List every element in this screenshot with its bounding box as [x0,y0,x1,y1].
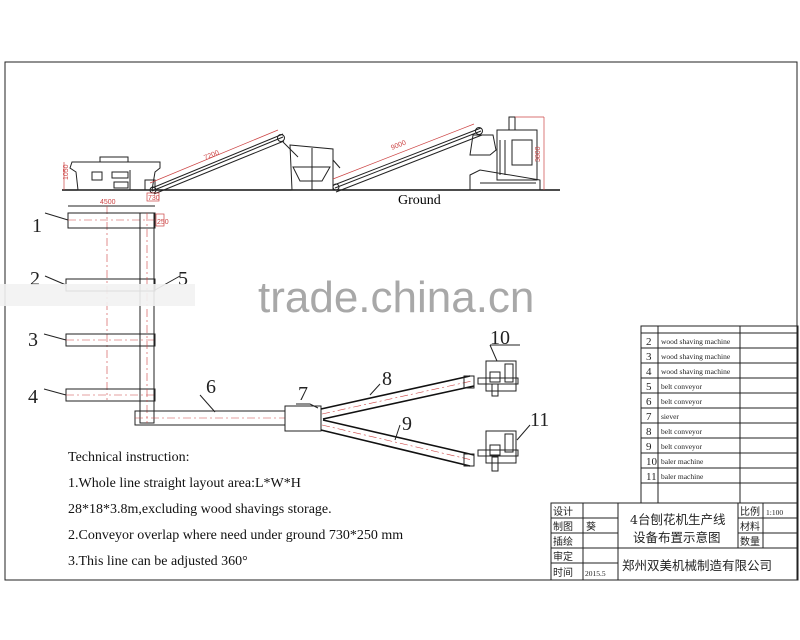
watermark: trade.china.cn [258,273,534,322]
illus-label: 插绘 [553,535,573,548]
parts-list-table: 2 wood shaving machine 3 wood shaving machi… [640,325,799,504]
company-name: 郑州双美机械制造有限公司 [622,558,772,573]
parts-list-row: 6 belt conveyor [646,396,703,408]
parts-list-row: 3 wood shaving machine [646,351,731,363]
part-name: belt conveyor [661,382,703,391]
label-6: 6 [206,376,216,398]
part-number: 3 [646,351,652,363]
label-1: 1 [32,215,42,237]
part-name: wood shaving machine [661,337,731,346]
drawn-value: 葵 [586,521,596,533]
part-name: baler machine [661,472,704,481]
date-label: 时间 [553,566,573,579]
tech-line-4: 3.This line can be adjusted 360° [68,554,248,569]
part-number: 8 [646,426,652,438]
parts-list-row: 7 siever [646,411,679,423]
parts-list-row: 11 baler machine [646,471,704,483]
baler-machine-11 [477,430,519,472]
dim-conveyor2-length: 9000 [390,139,407,151]
belt-conveyor-9 [320,419,475,467]
part-number: 11 [646,471,657,483]
label-5: 5 [178,268,188,290]
title-line-2: 设备布置示意图 [633,530,721,545]
part-number: 9 [646,441,652,453]
conveyor-elevation-1 [149,129,285,195]
title-line-1: 4台刨花机生产线 [630,512,726,527]
part-number: 4 [646,366,652,378]
part-name: belt conveyor [661,427,703,436]
dim-machine-length: 4500 [100,199,116,206]
part-name: baler machine [661,457,704,466]
elevation-view: Ground 1050 7200 730 [62,116,560,208]
blurred-band [0,284,195,306]
shaving-machine-elevation [69,156,161,191]
tech-heading: Technical instruction: [68,450,189,465]
conveyor-elevation-2 [332,123,483,193]
tech-line-1: 1.Whole line straight layout area:L*W*H [68,476,301,491]
label-10: 10 [490,327,510,349]
scale-value: 1:100 [766,508,783,517]
dim-machine-height: 1050 [63,164,70,180]
part-name: wood shaving machine [661,352,731,361]
part-number: 7 [646,411,652,423]
dim-conveyor1-length: 7200 [203,149,220,161]
label-3: 3 [28,329,38,351]
part-name: wood shaving machine [661,367,731,376]
parts-list-row: 2 wood shaving machine [646,336,731,348]
review-label: 审定 [553,550,573,563]
design-label: 设计 [553,505,573,518]
qty-label: 数量 [740,535,760,548]
baler-elevation [469,116,541,191]
drawing-frame [4,61,798,581]
part-number: 2 [646,336,652,348]
label-4: 4 [28,386,38,408]
part-number: 6 [646,396,652,408]
dim-pit: 730 [148,195,160,202]
tech-line-3: 2.Conveyor overlap where need under grou… [68,528,403,543]
label-7: 7 [298,383,308,405]
parts-list-row: 5 belt conveyor [646,381,703,393]
label-2: 2 [30,268,40,290]
plan-view: 4500 250 [28,199,549,472]
date-value: 2015.5 [585,569,606,578]
ground-label: Ground [398,193,441,208]
tech-line-2: 28*18*3.8m,excluding wood shavings stora… [68,502,332,517]
drawn-label: 制图 [553,520,573,533]
parts-list-row: 4 wood shaving machine [646,366,731,378]
siever-elevation [282,141,341,191]
material-label: 材料 [740,520,760,533]
baler-machine-10 [477,360,519,397]
parts-list-row: 8 belt conveyor [646,426,703,438]
part-number: 5 [646,381,652,393]
part-name: belt conveyor [661,442,703,451]
part-name: belt conveyor [661,397,703,406]
title-block: 设计 制图 葵 插绘 审定 时间 2015.5 4台刨花机生产线 设备布置示意图… [550,502,799,581]
dim-conveyor-width: 250 [157,219,169,226]
technical-instructions: Technical instruction: 1.Whole line stra… [68,450,403,569]
label-11: 11 [530,409,549,431]
scale-label: 比例 [740,505,760,518]
part-number: 10 [646,456,658,468]
siever-7 [284,405,322,432]
label-8: 8 [382,368,392,390]
label-9: 9 [402,413,412,435]
part-name: siever [661,412,679,421]
dim-baler-height: 3800 [535,146,542,162]
parts-list-row: 9 belt conveyor [646,441,703,453]
wood-shaving-machine-1 [67,212,156,229]
belt-conveyor-8 [320,375,475,420]
